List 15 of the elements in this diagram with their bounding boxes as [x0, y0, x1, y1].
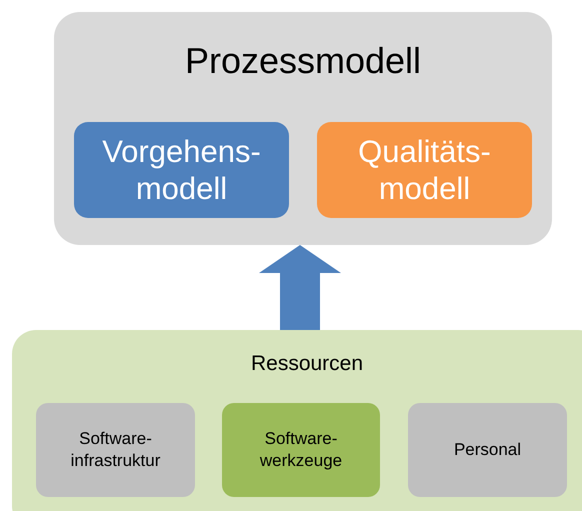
process-model-panel: [54, 12, 552, 245]
heading: Prozessmodell: [184, 39, 422, 83]
staff-box: [408, 403, 567, 497]
box-label: Personal: [452, 438, 522, 461]
box-label: Software- werkzeuge: [258, 428, 344, 472]
heading: Ressourcen: [250, 351, 364, 377]
procedure-model-box: [74, 122, 289, 218]
software-tools-box: [222, 403, 380, 497]
box-label: Vorgehens- modell: [101, 132, 262, 208]
resources-panel: [12, 330, 582, 511]
block-arrow: [259, 245, 341, 330]
box-label: Qualitäts- modell: [357, 132, 492, 208]
quality-model-box: [317, 122, 532, 218]
software-infrastructure-box: [36, 403, 195, 497]
box-label: Software- infrastruktur: [70, 428, 162, 472]
